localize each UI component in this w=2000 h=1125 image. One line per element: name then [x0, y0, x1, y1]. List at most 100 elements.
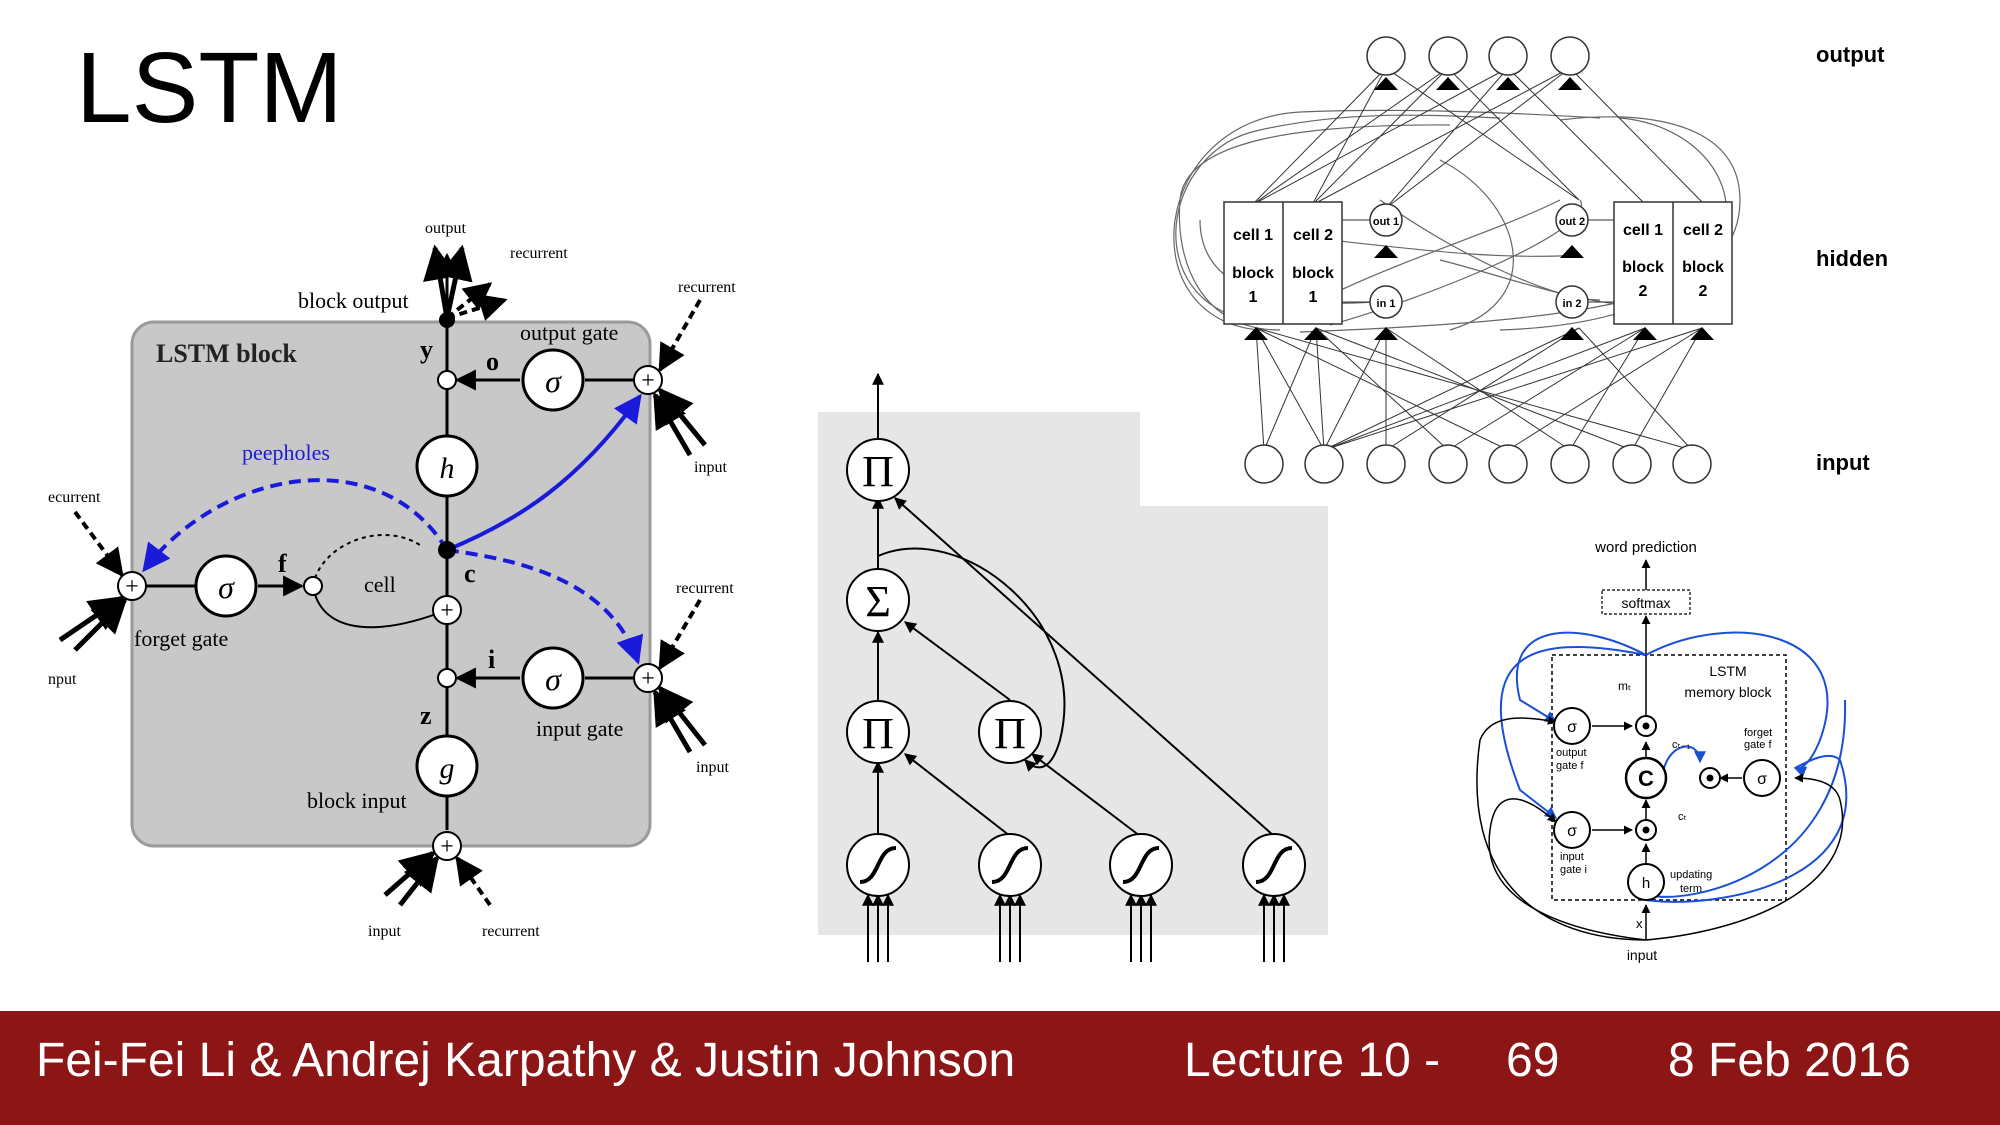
- footer-authors: Fei-Fei Li & Andrej Karpathy & Justin Jo…: [36, 1034, 1016, 1087]
- input-unit-3: [1366, 444, 1406, 484]
- memory-block-c-prev-label: cₜ₋₁: [1672, 739, 1691, 751]
- lstm-block-var-i-label: i: [488, 645, 495, 674]
- network-two-label: 2: [1639, 283, 1648, 300]
- output-mult: [437, 370, 457, 390]
- mb-update-term: [1627, 863, 1665, 901]
- output-unit-1: [1366, 36, 1406, 76]
- memory-block-sym-c-label: C: [1638, 766, 1654, 791]
- product-sum-graph: Π Σ Π Π: [818, 372, 1328, 962]
- layer-label-output: output: [1816, 42, 1885, 67]
- network-block-label: block: [1292, 265, 1334, 282]
- layer-label-hidden: hidden: [1816, 246, 1888, 271]
- memory-block-c-t-label: cₜ: [1678, 811, 1687, 823]
- network-diagram: cell 1 cell 2 block block 1 1 cell 1 cel…: [1173, 36, 1888, 484]
- g-activation: [415, 734, 479, 798]
- lstm-block-var-c-label: c: [464, 559, 476, 588]
- lstm-block-sym-plus-label: +: [641, 666, 655, 692]
- memory-block-sym-h-label: h: [1642, 875, 1650, 892]
- network-block-label: block: [1682, 259, 1724, 276]
- memory-block-softmax-label: softmax: [1621, 595, 1670, 611]
- network-cell1-label: cell 1: [1623, 222, 1663, 239]
- lstm-block-sym-g-label: g: [440, 752, 455, 785]
- lstm-block-block-input-label: block input: [307, 788, 407, 813]
- lstm-block-input-label: input: [696, 759, 729, 776]
- memory-block-sym-sigma-label: σ: [1757, 771, 1767, 788]
- lstm-block-recurrent-label: recurrent: [510, 245, 568, 262]
- network-one-label: 1: [1309, 289, 1318, 306]
- input-unit-5: [1488, 444, 1528, 484]
- slide-title: LSTM: [76, 32, 343, 144]
- graph-model-sym-sum-label: Σ: [865, 577, 891, 626]
- product-node-left: [846, 700, 910, 764]
- memory-block-updating-label: updating: [1670, 869, 1712, 881]
- input-unit-8: [1672, 444, 1712, 484]
- output-unit-3: [1488, 36, 1528, 76]
- lstm-block-recurrent-label: recurrent: [482, 923, 540, 940]
- output-unit-2: [1428, 36, 1468, 76]
- memory-block-sym-sigma-label: σ: [1567, 823, 1577, 840]
- top-product-node: [846, 438, 910, 502]
- memory-block-sym-sigma-label: σ: [1567, 719, 1577, 736]
- memory-block-m-t-label: mₜ: [1618, 679, 1632, 693]
- network-in2-label: in 2: [1563, 298, 1582, 310]
- lstm-block-recurrent-label: recurrent: [676, 580, 734, 597]
- memory-block-forget-gate-label: forget: [1744, 727, 1772, 739]
- input-unit-7: [1612, 444, 1652, 484]
- lstm-block-diagram: + σ h + σ + g + + σ LSTM block output re…: [48, 220, 736, 940]
- lstm-block-output-gate-label: output gate: [520, 320, 618, 345]
- network-block-label: block: [1232, 265, 1274, 282]
- lstm-block-sym-plus-label: +: [440, 598, 454, 624]
- cell-node: [438, 541, 456, 559]
- network-two-label: 2: [1699, 283, 1708, 300]
- network-in1-label: in 1: [1377, 298, 1396, 310]
- graph-model-sym-pi-label: Π: [994, 709, 1026, 758]
- forget-gate-sum: [117, 571, 147, 601]
- memory-block-term-label: term: [1680, 883, 1702, 895]
- input-unit-6: [1550, 444, 1590, 484]
- mb-output-gate: [1553, 707, 1591, 745]
- lstm-block-cell-label: cell: [364, 572, 396, 597]
- layer-label-input: input: [1816, 450, 1870, 475]
- lstm-block-peepholes-label: peepholes: [242, 440, 330, 465]
- memory-block-output-gate2-label: gate f: [1556, 760, 1584, 772]
- forget-gate-sigma: [194, 554, 258, 618]
- output-unit-4: [1550, 36, 1590, 76]
- lstm-block-input-left-label: nput: [48, 671, 77, 688]
- forget-mult: [303, 576, 323, 596]
- memory-block-lstm-label: LSTM: [1709, 663, 1746, 679]
- lstm-block-recurrent-label: recurrent: [678, 279, 736, 296]
- footer-date: 8 Feb 2016: [1668, 1034, 1911, 1087]
- lstm-block-block-output-label: block output: [298, 288, 409, 313]
- graph-model-sym-pi-label: Π: [862, 447, 894, 496]
- network-one-label: 1: [1249, 289, 1258, 306]
- mb-forget-gate: [1743, 759, 1781, 797]
- lstm-block-var-o-label: o: [486, 347, 499, 376]
- block-output-node: [439, 312, 455, 328]
- mb-cell: [1624, 756, 1668, 800]
- lstm-block-sym-sigma-label: σ: [218, 569, 235, 605]
- memory-block-input-gate-label: input: [1560, 851, 1584, 863]
- input-unit-2: [1304, 444, 1344, 484]
- network-out1-label: out 1: [1373, 216, 1399, 228]
- footer-lecture: Lecture 10 -: [1184, 1034, 1441, 1087]
- memory-block-word-prediction-label: word prediction: [1594, 539, 1697, 556]
- memory-block-input-label: input: [1627, 947, 1657, 963]
- sum-node: [846, 568, 910, 632]
- network-cell2-label: cell 2: [1293, 227, 1333, 244]
- input-gate-sum: [633, 663, 663, 693]
- network-cell2-label: cell 2: [1683, 222, 1723, 239]
- lstm-block-var-y-label: y: [420, 335, 433, 364]
- lstm-block-sym-h-label: h: [440, 452, 455, 485]
- block-input-sum: [432, 831, 462, 861]
- block-title: LSTM block: [156, 339, 297, 368]
- network-block-label: block: [1622, 259, 1664, 276]
- lstm-block-input-gate-label: input gate: [536, 716, 623, 741]
- cell-sum: [432, 595, 462, 625]
- lstm-block-input-label: input: [368, 923, 401, 940]
- lstm-block-forget-gate-label: forget gate: [134, 626, 228, 651]
- lstm-block-sym-sigma-label: σ: [545, 363, 562, 399]
- product-node-right: [978, 700, 1042, 764]
- memory-block-output-gate-label: output: [1556, 747, 1587, 759]
- memory-block-forget-gate2-label: gate f: [1744, 739, 1772, 751]
- memory-block-input-gate2-label: gate i: [1560, 864, 1587, 876]
